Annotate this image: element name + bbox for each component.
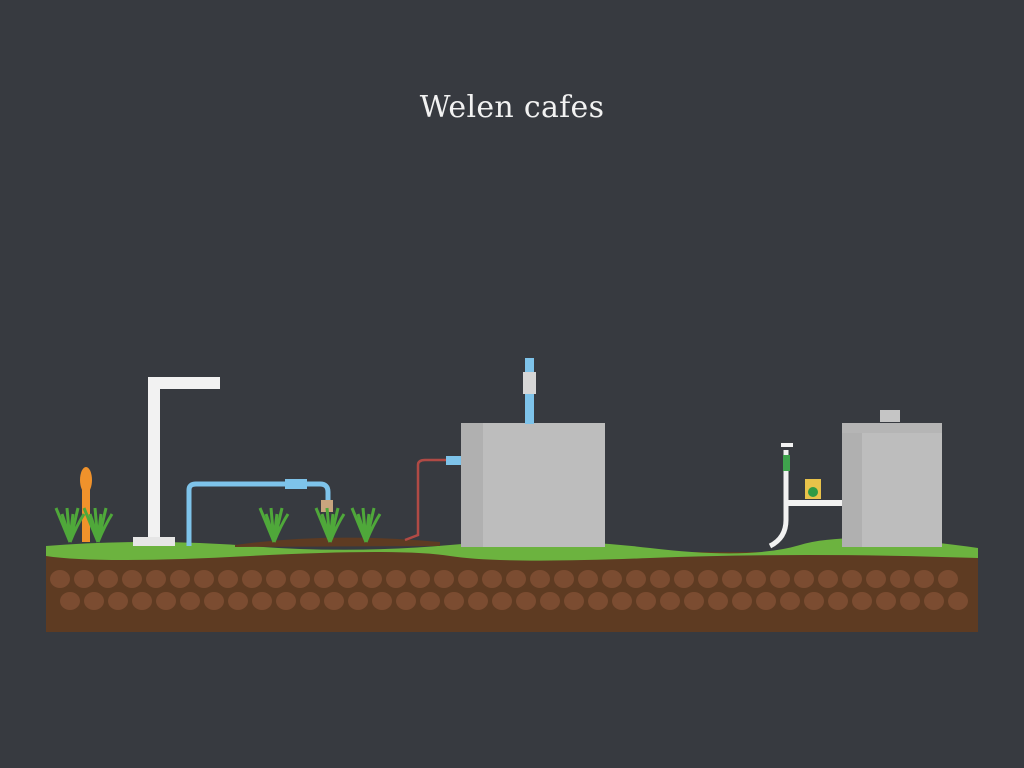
soil-stone: [708, 592, 728, 610]
sprinkler-head: [321, 500, 333, 512]
soil-stone: [660, 592, 680, 610]
soil-stone: [300, 592, 320, 610]
soil-stone: [482, 570, 502, 588]
soil-stone: [746, 570, 766, 588]
soil-stone: [564, 592, 584, 610]
soil-stone: [180, 592, 200, 610]
soil-stone: [314, 570, 334, 588]
soil-stone: [866, 570, 886, 588]
grass-tuft-icon: [54, 507, 86, 543]
grass-strip: [46, 538, 978, 561]
grass-tuft-icon: [82, 507, 114, 543]
white-standpipe: [133, 377, 220, 546]
soil-stone: [636, 592, 656, 610]
water-tank-right: [842, 410, 942, 547]
soil-stone: [492, 592, 512, 610]
soil-stone: [98, 570, 118, 588]
soil-stone: [612, 592, 632, 610]
soil-stone: [770, 570, 790, 588]
grass-tuft-icon: [350, 507, 382, 543]
soil-stone: [338, 570, 358, 588]
soil-stone: [458, 570, 478, 588]
soil-stone: [938, 570, 958, 588]
soil-stone: [60, 592, 80, 610]
soil-stone: [252, 592, 272, 610]
soil-stone: [410, 570, 430, 588]
soil-stone: [588, 592, 608, 610]
soil-stone: [50, 570, 70, 588]
soil-stone: [348, 592, 368, 610]
diagram-title: Welen cafes: [419, 90, 605, 125]
soil-stones: [50, 570, 968, 610]
soil-stone: [818, 570, 838, 588]
soil-stone: [122, 570, 142, 588]
red-hose: [404, 458, 448, 542]
soil-stone: [516, 592, 536, 610]
soil-layer: [46, 552, 978, 632]
soil-stone: [386, 570, 406, 588]
soil-stone: [842, 570, 862, 588]
soil-stone: [794, 570, 814, 588]
orange-sprout-icon: [80, 467, 92, 542]
soil-stone: [852, 592, 872, 610]
soil-stone: [804, 592, 824, 610]
soil-stone: [698, 570, 718, 588]
soil-stone: [530, 570, 550, 588]
soil-stone: [468, 592, 488, 610]
soil-stone: [146, 570, 166, 588]
soil-stone: [362, 570, 382, 588]
soil-stone: [684, 592, 704, 610]
soil-stone: [732, 592, 752, 610]
soil-stone: [924, 592, 944, 610]
soil-stone: [290, 570, 310, 588]
grass-tuft-icon: [258, 507, 290, 543]
soil-stone: [674, 570, 694, 588]
soil-stone: [132, 592, 152, 610]
soil-stone: [444, 592, 464, 610]
soil-stone: [74, 570, 94, 588]
grass-tufts: [54, 507, 382, 543]
soil-stone: [420, 592, 440, 610]
blue-pipe-coupling: [285, 479, 307, 489]
hose-connector: [446, 456, 462, 465]
soil-stone: [876, 592, 896, 610]
soil-stone: [828, 592, 848, 610]
soil-stone: [756, 592, 776, 610]
soil-stone: [242, 570, 262, 588]
soil-stone: [156, 592, 176, 610]
soil-stone: [914, 570, 934, 588]
soil-stone: [170, 570, 190, 588]
soil-stone: [578, 570, 598, 588]
soil-stone: [108, 592, 128, 610]
soil-stone: [276, 592, 296, 610]
soil-stone: [506, 570, 526, 588]
soil-stone: [890, 570, 910, 588]
soil-stone: [540, 592, 560, 610]
soil-stone: [554, 570, 574, 588]
soil-stone: [626, 570, 646, 588]
soil-stone: [602, 570, 622, 588]
soil-stone: [780, 592, 800, 610]
soil-stone: [900, 592, 920, 610]
soil-stone: [204, 592, 224, 610]
water-tank-left: [461, 358, 605, 547]
soil-stone: [218, 570, 238, 588]
blue-pipe: [186, 481, 331, 546]
soil-stone: [434, 570, 454, 588]
soil-stone: [228, 592, 248, 610]
soil-stone: [650, 570, 670, 588]
soil-stone: [266, 570, 286, 588]
grass-tuft-icon: [314, 507, 346, 543]
soil-stone: [324, 592, 344, 610]
soil-stone: [84, 592, 104, 610]
dirt-mound: [235, 537, 440, 547]
soil-stone: [396, 592, 416, 610]
soil-stone: [372, 592, 392, 610]
soil-stone: [722, 570, 742, 588]
soil-stone: [948, 592, 968, 610]
soil-stone: [194, 570, 214, 588]
